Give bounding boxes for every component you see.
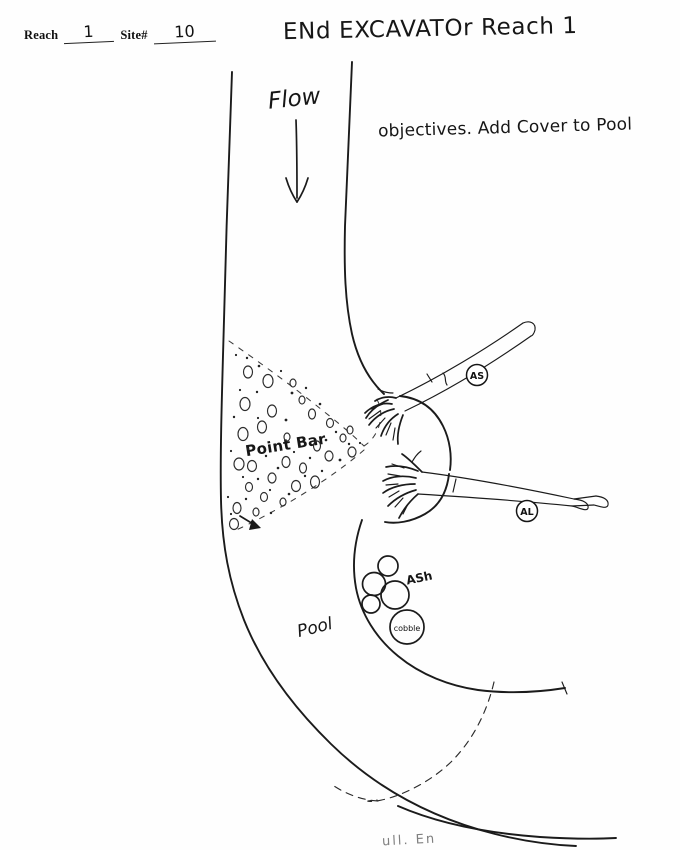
boulder-4 [380,580,410,610]
pool-outline-lower [353,519,566,694]
cobble-label: cobble [394,624,421,633]
site-label: Site# [120,28,148,42]
right-bank-line [343,61,385,395]
boulder-2 [377,555,399,577]
lower-log-tag-text: AL [520,507,533,518]
upper-log-structure[interactable]: AS [364,321,536,445]
lower-bar-dashed-boundary-tail [330,783,379,802]
point-bar-gravel-stipple [228,365,357,531]
boulder-3 [361,594,381,614]
form-header: Reach 1 Site# 10 [24,20,216,45]
flow-arrow-icon [285,119,309,203]
point-bar-grit-dots [226,353,362,524]
left-bank-line [219,71,577,847]
upper-log-tag-circle [465,363,489,387]
pool-right-margin-upper [399,395,452,471]
upper-log-tag-text: AS [470,371,484,382]
pool-right-margin-lower [384,473,450,524]
boulder-cluster[interactable] [361,555,410,614]
point-bar-corner-arrow [239,515,261,530]
cobble-marker[interactable]: cobble [389,609,425,645]
bottom-bank-fragment [397,805,617,840]
lower-bar-dashed-boundary [367,681,495,802]
cobble-circle [389,609,425,645]
lower-log-structure[interactable]: AL [382,450,609,523]
point-bar-upper-edge [228,340,365,447]
bankline-end-tick [561,681,568,695]
reach-label: Reach [24,28,59,42]
lower-log-tag-circle [515,499,539,523]
